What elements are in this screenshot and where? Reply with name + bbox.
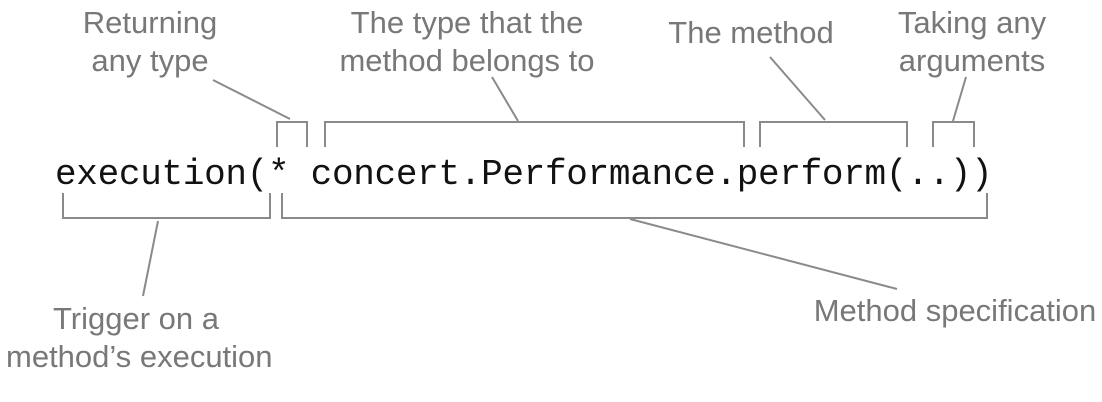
label-trigger-execution: Trigger on a method’s execution	[6, 300, 273, 376]
bracket-return-type	[276, 121, 308, 147]
label-method-specification: Method specification	[805, 292, 1102, 330]
bracket-owning-type	[324, 121, 745, 147]
label-owning-type-line2: method belongs to	[339, 43, 595, 78]
bracket-method	[759, 121, 908, 147]
leader-owning-type	[491, 76, 519, 122]
label-owning-type: The type that the method belongs to	[317, 4, 617, 80]
label-taking-any-arguments: Taking any arguments	[872, 4, 1072, 80]
leader-specification	[629, 218, 898, 290]
label-arguments-line1: Taking any	[897, 5, 1047, 40]
label-trigger-line2: method’s execution	[6, 339, 273, 374]
bracket-arguments	[932, 121, 975, 147]
label-owning-type-line1: The type that the	[350, 5, 584, 40]
pointcut-expression: execution(* concert.Performance.perform(…	[55, 154, 993, 195]
leader-trigger	[142, 220, 159, 297]
bracket-execution	[62, 193, 271, 219]
label-returning-any-type: Returning any type	[40, 4, 260, 80]
leader-arguments	[952, 76, 967, 122]
leader-method	[769, 56, 826, 121]
label-the-method: The method	[651, 14, 851, 52]
leader-returning	[212, 79, 291, 120]
label-returning-line1: Returning	[82, 5, 218, 40]
bracket-method-specification	[281, 193, 988, 219]
label-method-specification-text: Method specification	[813, 293, 1097, 328]
label-returning-line2: any type	[91, 43, 209, 78]
label-the-method-text: The method	[668, 15, 834, 50]
label-arguments-line2: arguments	[898, 43, 1046, 78]
label-trigger-line1: Trigger on a	[53, 301, 219, 336]
